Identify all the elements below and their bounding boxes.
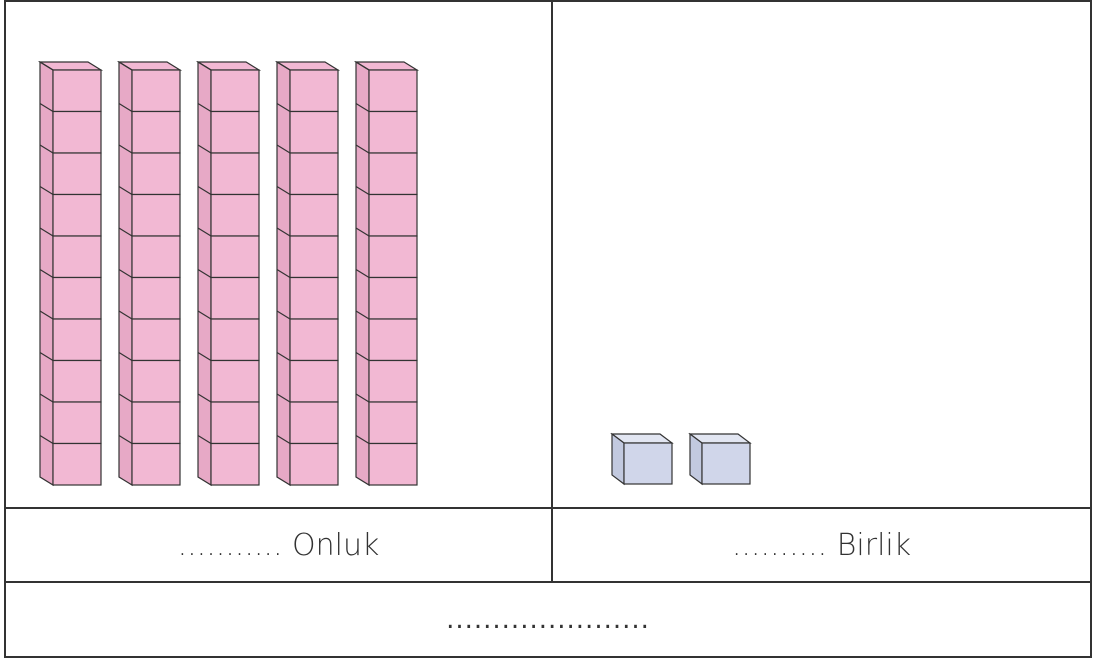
total-answer-blank: ......................	[446, 604, 650, 635]
tens-label: ........... Onluk	[177, 527, 380, 563]
unit-cube	[688, 432, 752, 486]
ten-rod	[195, 60, 262, 487]
ones-label: .......... Birlik	[731, 527, 912, 563]
base-ten-blocks	[37, 60, 752, 487]
row-divider-top	[6, 507, 1090, 509]
row-divider-bottom	[6, 581, 1090, 583]
unit-cube	[610, 432, 674, 486]
worksheet: ........... Onluk .......... Birlik ....…	[4, 0, 1092, 658]
ten-rod	[274, 60, 341, 487]
ten-rod	[37, 60, 104, 487]
column-divider	[551, 2, 553, 582]
ten-rod	[353, 60, 420, 487]
ten-rod	[116, 60, 183, 487]
